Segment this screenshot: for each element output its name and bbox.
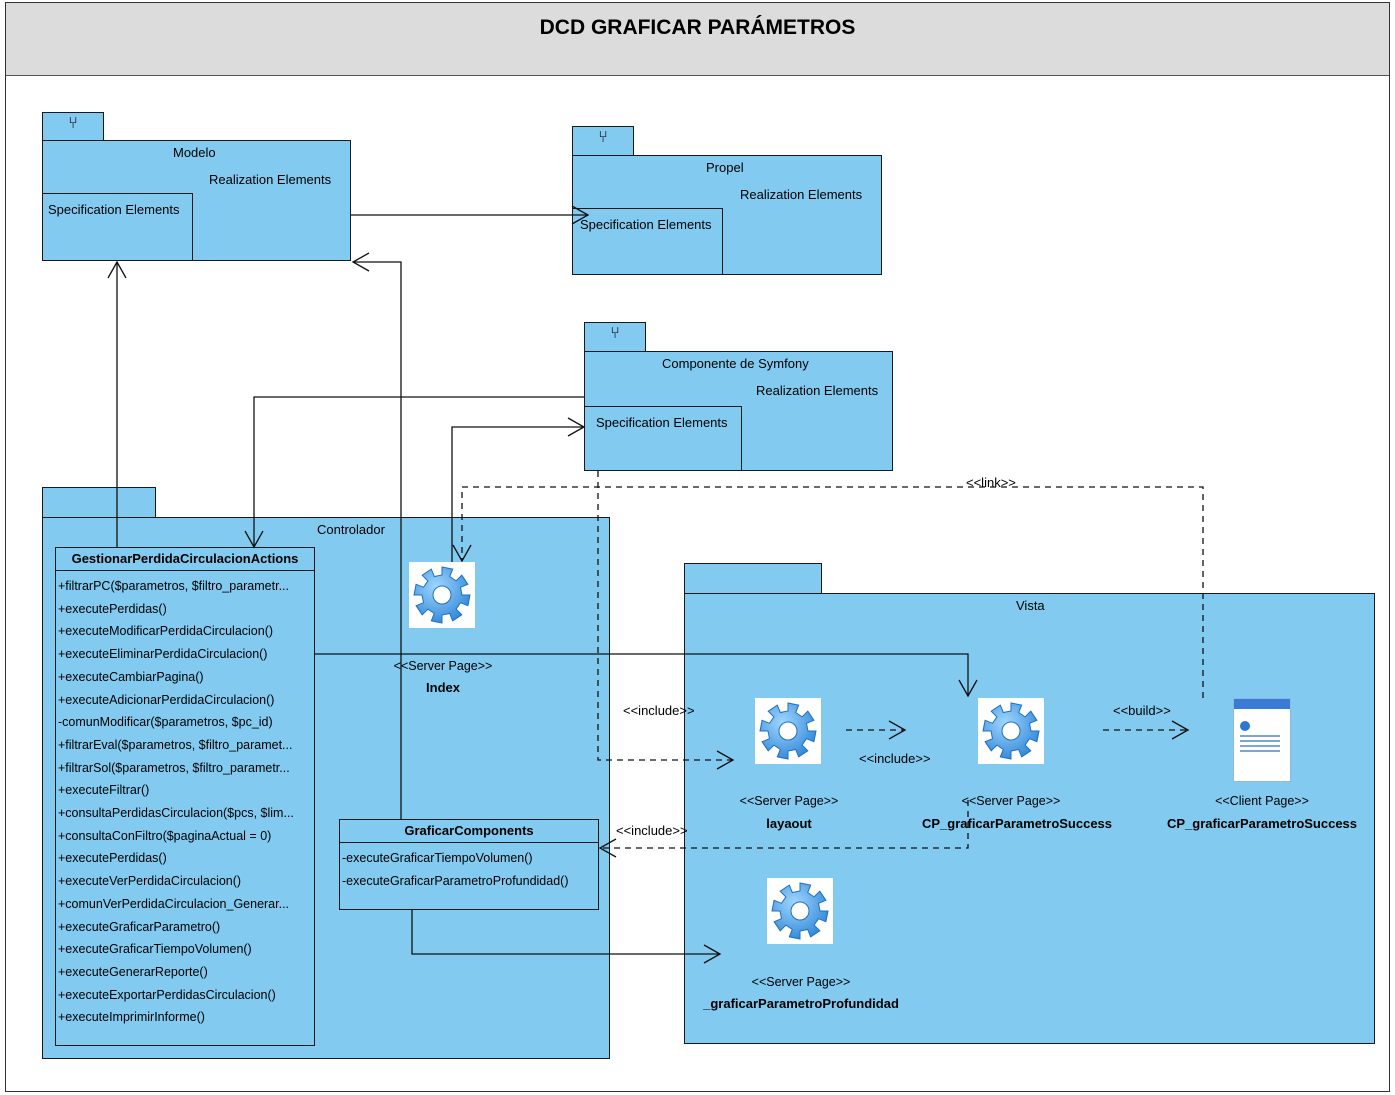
operation: +executeExportarPerdidasCirculacion() xyxy=(58,987,276,1002)
operation: +executeGraficarTiempoVolumen() xyxy=(58,942,252,957)
operation: +executeImprimirInforme() xyxy=(58,1010,205,1025)
operation: +executeAdicionarPerdidaCirculacion() xyxy=(58,692,275,707)
propel-package-tab[interactable]: ⑂ xyxy=(572,126,634,156)
symfony-package[interactable]: Componente de Symfony Realization Elemen… xyxy=(584,351,893,471)
operation: +executeFiltrar() xyxy=(58,783,150,798)
cp-client-name: CP_graficarParametroSuccess xyxy=(1166,816,1358,831)
symfony-realization-label: Realization Elements xyxy=(756,383,879,398)
operation: +executeGenerarReporte() xyxy=(58,964,208,979)
symfony-package-tab[interactable]: ⑂ xyxy=(584,322,646,352)
client-page-logo-icon xyxy=(1240,721,1250,731)
client-page-icon[interactable] xyxy=(1233,698,1291,782)
operation: -comunModificar($parametros, $pc_id) xyxy=(58,715,273,730)
operation: +executeGraficarParametro() xyxy=(58,919,221,934)
graficar-operations: -executeGraficarTiempoVolumen() -execute… xyxy=(342,847,596,892)
symfony-package-name: Componente de Symfony xyxy=(662,356,809,371)
index-name: Index xyxy=(426,680,460,695)
include-label-symfony-layaout: <<include>> xyxy=(623,703,695,718)
layaout-gear-icon[interactable] xyxy=(755,698,821,764)
operation: +executeEliminarPerdidaCirculacion() xyxy=(58,647,268,662)
modelo-specification-label: Specification Elements xyxy=(48,202,180,217)
profundidad-gear-icon[interactable] xyxy=(767,878,833,944)
index-stereotype: <<Server Page>> xyxy=(393,659,493,673)
diagram-frame xyxy=(5,2,1390,1092)
include-label-layaout-cp: <<include>> xyxy=(859,751,931,766)
operation: +executePerdidas() xyxy=(58,601,167,616)
operation: +comunVerPerdidaCirculacion_Generar... xyxy=(58,896,290,911)
modelo-divider xyxy=(43,193,192,194)
vista-package-tab[interactable] xyxy=(684,563,822,595)
operation: +filtrarSol($parametros, $filtro_paramet… xyxy=(58,760,290,775)
controlador-package-name: Controlador xyxy=(317,522,385,537)
cp-server-stereotype: <<Server Page>> xyxy=(961,794,1061,808)
include-label-cp-graficar: <<include>> xyxy=(616,823,688,838)
build-label: <<build>> xyxy=(1113,703,1171,718)
operation: +consultaPerdidasCirculacion($pcs, $lim.… xyxy=(58,806,294,821)
header-bar: DCD GRAFICAR PARÁMETROS xyxy=(6,3,1389,76)
operation: +executeVerPerdidaCirculacion() xyxy=(58,874,242,889)
propel-divider-v xyxy=(722,208,723,275)
graficar-class[interactable]: GraficarComponents -executeGraficarTiemp… xyxy=(339,819,599,910)
operation: +consultaConFiltro($paginaActual = 0) xyxy=(58,828,272,843)
symfony-divider-v xyxy=(741,406,742,471)
package-icon: ⑂ xyxy=(68,115,78,132)
symfony-specification-label: Specification Elements xyxy=(596,415,728,430)
graficar-class-name: GraficarComponents xyxy=(340,820,598,843)
propel-divider xyxy=(573,208,722,209)
modelo-realization-label: Realization Elements xyxy=(209,172,332,187)
symfony-divider xyxy=(585,406,741,407)
propel-package[interactable]: Propel Realization Elements Specificatio… xyxy=(572,155,882,275)
profundidad-stereotype: <<Server Page>> xyxy=(751,975,851,989)
gestionar-operations: +filtrarPC($parametros, $filtro_parametr… xyxy=(58,575,312,1029)
operation: +filtrarEval($parametros, $filtro_parame… xyxy=(58,737,293,752)
vista-package-name: Vista xyxy=(1016,598,1045,613)
operation: +filtrarPC($parametros, $filtro_parametr… xyxy=(58,579,289,593)
modelo-package-name: Modelo xyxy=(173,145,216,160)
index-gear-icon[interactable] xyxy=(409,562,475,628)
operation: -executeGraficarParametroProfundidad() xyxy=(342,873,569,888)
gestionar-class-name: GestionarPerdidaCirculacionActions xyxy=(56,548,314,571)
client-page-text-lines xyxy=(1240,735,1280,737)
modelo-package[interactable]: Modelo Realization Elements Specificatio… xyxy=(42,140,351,261)
propel-package-name: Propel xyxy=(706,160,744,175)
layaout-stereotype: <<Server Page>> xyxy=(739,794,839,808)
package-icon: ⑂ xyxy=(598,129,608,146)
layaout-name: layaout xyxy=(766,816,812,831)
package-icon: ⑂ xyxy=(610,325,620,342)
cp-server-gear-icon[interactable] xyxy=(978,698,1044,764)
operation: +executeModificarPerdidaCirculacion() xyxy=(58,624,274,639)
modelo-divider-v xyxy=(192,193,193,261)
gestionar-class[interactable]: GestionarPerdidaCirculacionActions +filt… xyxy=(55,547,315,1046)
controlador-package-tab[interactable] xyxy=(42,487,156,519)
propel-realization-label: Realization Elements xyxy=(740,187,863,202)
diagram-title: DCD GRAFICAR PARÁMETROS xyxy=(539,16,856,39)
profundidad-name: _graficarParametroProfundidad xyxy=(703,996,899,1011)
cp-client-stereotype: <<Client Page>> xyxy=(1215,794,1309,808)
propel-specification-label: Specification Elements xyxy=(580,217,712,232)
client-page-titlebar xyxy=(1234,699,1290,709)
modelo-package-tab[interactable]: ⑂ xyxy=(42,112,104,142)
operation: -executeGraficarTiempoVolumen() xyxy=(342,851,533,865)
link-label: <<link>> xyxy=(966,475,1016,490)
operation: +executePerdidas() xyxy=(58,851,167,866)
cp-server-name: CP_graficarParametroSuccess xyxy=(921,816,1113,831)
operation: +executeCambiarPagina() xyxy=(58,669,204,684)
